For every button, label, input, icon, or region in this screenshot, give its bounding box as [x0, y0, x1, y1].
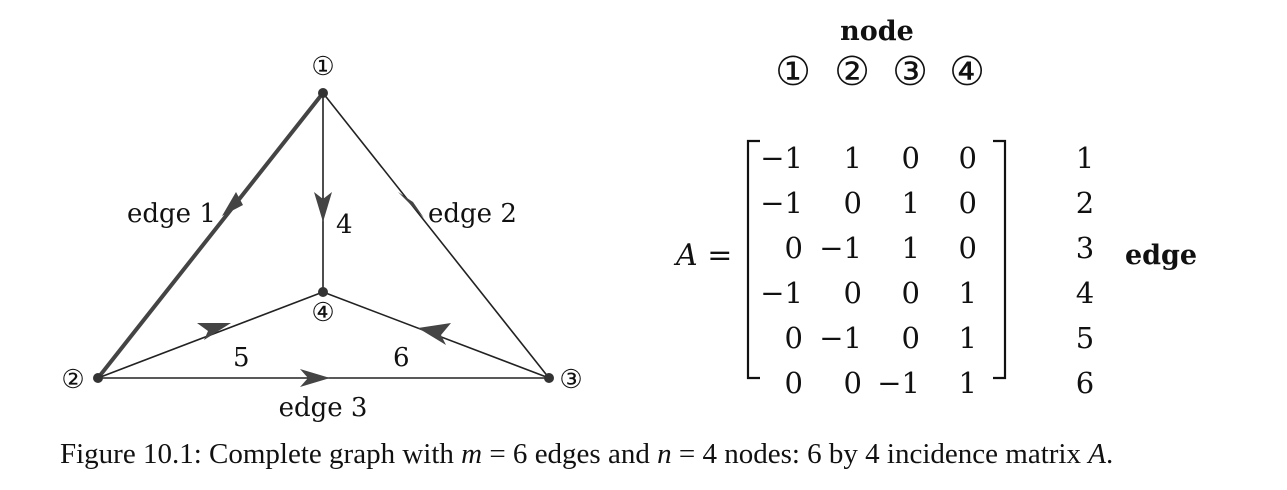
matrix-cell: 0	[785, 321, 803, 355]
caption-text: Complete graph with	[201, 438, 462, 470]
node-4-label: ④	[311, 298, 334, 328]
caption-eq2: = 4	[671, 438, 717, 470]
node-1-label: ①	[311, 52, 334, 82]
node-4-dot	[318, 287, 328, 297]
caption-text: incidence matrix	[879, 438, 1089, 470]
matrix-cell: 0	[902, 321, 920, 355]
matrix-column-header: node	[840, 16, 914, 47]
caption-m: m	[461, 438, 483, 470]
matrix-cell: 1	[959, 321, 977, 355]
matrix-row-labels: 1 2 3 4 5 6	[1076, 141, 1094, 400]
matrix-cell: 1	[959, 366, 977, 400]
caption-eq1: = 6	[482, 438, 528, 470]
matrix-column-label: ④	[949, 49, 985, 95]
edge-2-arrow-icon	[398, 192, 424, 218]
matrix-cell: 1	[902, 186, 920, 220]
edge-1-label: edge 1	[127, 199, 216, 229]
caption-six: 6	[807, 438, 822, 470]
matrix-cell: 0	[844, 366, 862, 400]
matrix-cell: −1	[760, 141, 803, 175]
figure-caption: Figure 10.1: Complete graph with m = 6 e…	[60, 438, 1260, 471]
edge-3-arrow-icon	[300, 369, 330, 387]
matrix-column-label: ③	[892, 49, 928, 95]
caption-text: by	[821, 438, 866, 470]
matrix-row-header: edge	[1125, 240, 1197, 271]
node-1-dot	[318, 88, 328, 98]
matrix-cell: −1	[819, 231, 862, 265]
edge-1-line	[96, 91, 325, 380]
matrix-column-label: ①	[775, 49, 811, 95]
matrix-row-label: 6	[1076, 366, 1094, 400]
matrix-row-label: 3	[1076, 231, 1094, 265]
matrix-column-label: ②	[834, 49, 870, 95]
matrix-cell: 0	[959, 231, 977, 265]
matrix-cell: 0	[844, 276, 862, 310]
matrix-cell: −1	[877, 366, 920, 400]
edge-4-arrow-icon	[314, 192, 332, 222]
matrix-cell: −1	[819, 321, 862, 355]
matrix-cell: 0	[959, 186, 977, 220]
matrix-cell: 0	[902, 276, 920, 310]
edge-6-label: 6	[393, 343, 410, 373]
matrix-cell: 0	[902, 141, 920, 175]
caption-four: 4	[865, 438, 880, 470]
matrix-cell: 0	[959, 141, 977, 175]
matrix-cell: −1	[760, 276, 803, 310]
matrix-cell: 1	[902, 231, 920, 265]
node-2-label: ②	[61, 365, 84, 395]
matrix-cell: 1	[959, 276, 977, 310]
caption-n: n	[657, 438, 672, 470]
edge-4-label: 4	[336, 210, 353, 240]
edge-2-label: edge 2	[428, 199, 517, 229]
right-bracket	[993, 139, 1007, 380]
matrix-cells: −1 1 0 0 −1 0 1 0 0 −1 1 0 −1 0 0 1 0 −1 0 1 0 0 −1 1	[760, 141, 977, 400]
edge-3-label: edge 3	[279, 393, 368, 423]
caption-matrix-name: A	[1088, 438, 1106, 470]
node-3-label: ③	[559, 365, 582, 395]
edge-1-arrow-icon	[222, 192, 243, 216]
edge-5-label: 5	[233, 343, 250, 373]
edge-2-line	[322, 92, 550, 379]
edge-5-arrow-icon	[197, 323, 231, 340]
matrix-row-label: 5	[1076, 321, 1094, 355]
matrix-cell: 0	[785, 231, 803, 265]
matrix-cell: 0	[844, 186, 862, 220]
caption-prefix: Figure 10.1:	[60, 438, 202, 470]
edge-6-arrow-icon	[418, 323, 451, 345]
matrix-name: A =	[673, 238, 732, 273]
caption-end: .	[1105, 438, 1114, 470]
matrix-row-label: 1	[1076, 141, 1094, 175]
matrix-cell: 1	[844, 141, 862, 175]
left-bracket	[746, 139, 760, 380]
matrix-cell: 0	[785, 366, 803, 400]
matrix-row-label: 4	[1076, 276, 1094, 310]
node-3-dot	[544, 373, 554, 383]
node-2-dot	[93, 373, 103, 383]
graph: ① ② ③ ④ edge 1 edge 2 edge 3 4 5 6	[61, 52, 582, 423]
caption-text: nodes:	[716, 438, 808, 470]
matrix-row-label: 2	[1076, 186, 1094, 220]
caption-text: edges and	[527, 438, 658, 470]
matrix-cell: −1	[760, 186, 803, 220]
